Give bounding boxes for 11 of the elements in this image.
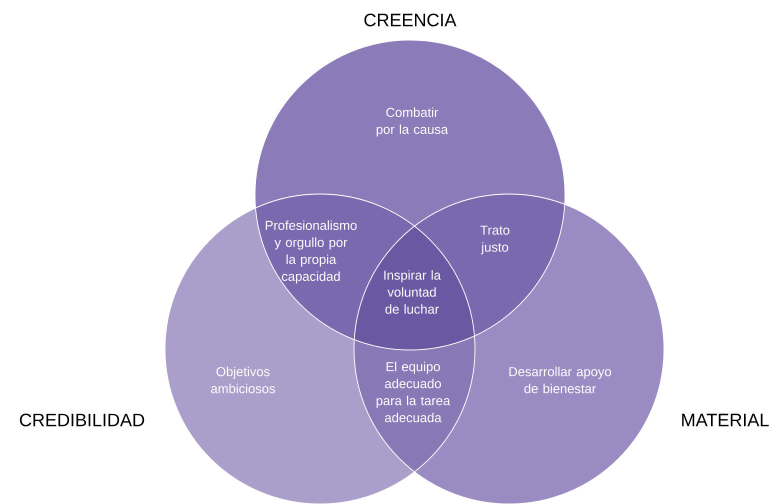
region-text: Trato justo [480, 226, 510, 254]
region-text: Objetivos ambiciosos [211, 366, 276, 394]
circle-heading: CREENCIA [364, 14, 456, 26]
region-text: Combatir por la causa [376, 107, 448, 137]
region-text: Inspirar la voluntad de luchar [384, 270, 441, 314]
circle-heading: MATERIAL [682, 414, 769, 426]
venn-circle [254, 40, 566, 350]
region-text: Desarrollar apoyo de bienestar [509, 366, 612, 394]
circle-heading: CREDIBILIDAD [20, 414, 144, 426]
region-text: El equipo adecuado para la tarea adecuada [376, 362, 450, 422]
region-text: Profesionalismo y orgullo por la propia capacidad [266, 220, 357, 284]
